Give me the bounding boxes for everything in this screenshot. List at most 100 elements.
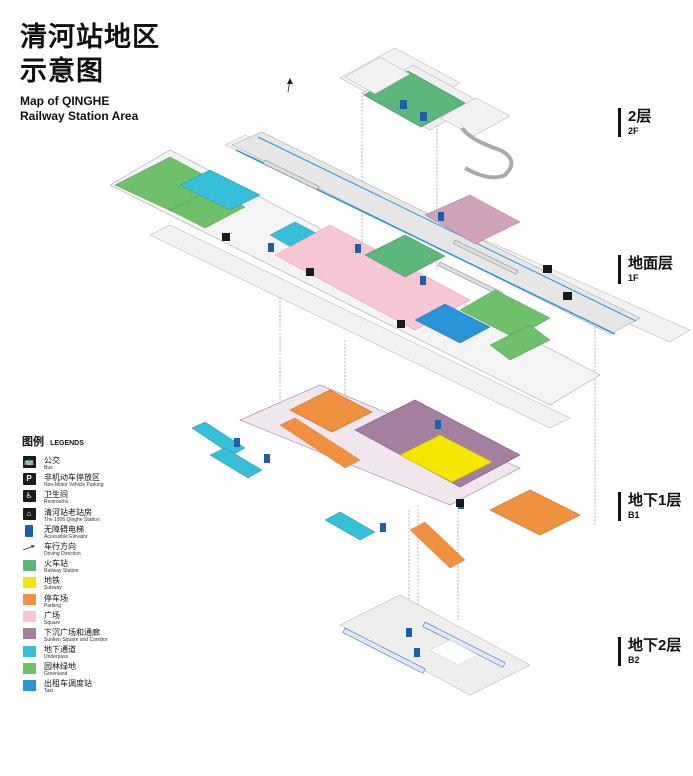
taxi-east <box>414 303 491 344</box>
title-en-line2: Railway Station Area <box>20 109 139 123</box>
floor-2f <box>339 47 514 180</box>
legend-label-en: Greenland <box>44 671 68 678</box>
driving-direction-icon <box>22 544 35 551</box>
title-zh-line1: 清河站地区 <box>20 22 160 52</box>
legend-label-zh: 地下通道 <box>44 645 76 655</box>
floor-b1 <box>191 384 581 569</box>
legend-label-zh: 非机动车停放区 <box>44 473 100 483</box>
elevator-icon <box>435 420 441 429</box>
legend-label-en: Sunken Square and Corridor <box>44 636 108 643</box>
taxi-depot-west <box>179 169 261 211</box>
legend-title: 图例 LEGENDS <box>22 433 222 449</box>
legend-swatch <box>22 628 36 640</box>
railway-station-1f <box>364 234 446 278</box>
elevator-icon <box>264 454 270 463</box>
level-b1-en: B1 <box>628 510 640 520</box>
level-2f: 2层 2F <box>618 108 651 137</box>
elevator-icon <box>400 100 407 109</box>
level-2f-zh: 2层 <box>628 108 652 125</box>
legend-swatch <box>22 645 36 657</box>
level-1f-en: 1F <box>628 273 639 283</box>
legend-swatch <box>22 679 36 691</box>
parking-b1-north <box>289 389 373 433</box>
parking-icon <box>397 320 405 328</box>
elevator-icon <box>414 648 420 657</box>
bus-icon <box>563 292 572 300</box>
square-1f <box>274 224 471 331</box>
legend-label-en: Square <box>44 619 61 626</box>
legend-title-zh: 图例 <box>22 436 44 448</box>
legend-label-zh: 卫生间 <box>44 490 68 500</box>
legend-label-zh: 停车场 <box>44 593 68 603</box>
legend-label-en: Accessible Elevator <box>44 533 88 540</box>
legend-swatch <box>22 594 36 605</box>
bus-icon: 🚌 <box>22 456 36 468</box>
title-zh-line2: 示意图 <box>20 56 104 86</box>
subway-b1 <box>399 434 493 483</box>
legend-label-en: Non-Motor Vehicle Parking <box>44 482 104 489</box>
floor-1f <box>109 131 691 429</box>
elevator-icon <box>268 243 274 252</box>
elevator-icon <box>380 523 386 532</box>
legend-label-en: Bus <box>44 465 53 471</box>
legend-label-zh: 广场 <box>44 610 60 620</box>
legend-label-zh: 火车站 <box>44 559 68 569</box>
legend-label-en: Driving Direction <box>44 550 81 557</box>
legend-label-en: Subway <box>44 585 62 592</box>
floor-b2 <box>339 594 531 696</box>
legend-label-en: Restrooms <box>44 499 69 506</box>
level-b2: 地下2层 B2 <box>618 637 681 666</box>
elevator-icon <box>234 438 240 447</box>
parking-icon: P <box>22 473 36 486</box>
parking-icon <box>306 268 314 276</box>
legend-label-zh: 地铁 <box>44 576 60 586</box>
legend-label-en: The 1906 Qinghe Station <box>44 516 100 523</box>
old-station-icon: ⌂ <box>22 507 36 520</box>
elevator-icon <box>420 276 426 285</box>
legend-label-zh: 无障碍电梯 <box>44 524 84 534</box>
legend-label-zh: 清河站老站房 <box>44 507 92 517</box>
elevator-icon <box>355 244 361 253</box>
legend-label-en: Underpass <box>44 654 69 661</box>
legend-label-zh: 出租车调度站 <box>44 679 92 689</box>
elevator-icon <box>420 112 427 121</box>
title-en-line1: Map of QINGHE <box>20 94 110 108</box>
north-arrow-icon <box>287 78 293 93</box>
legend-swatch <box>22 662 36 674</box>
legend-label-en: Railway Station <box>44 568 79 575</box>
bus-icon <box>543 265 552 273</box>
subway-train-b2 <box>342 627 426 674</box>
legend-label-en: Taxi <box>44 688 53 695</box>
level-b2-zh: 地下2层 <box>628 637 682 654</box>
parking-icon <box>222 233 230 241</box>
legend-title-en: LEGENDS <box>50 440 84 447</box>
legend-swatch <box>22 576 36 588</box>
underpass-west <box>191 421 246 456</box>
legend-swatch <box>22 559 36 571</box>
legend-label-zh: 公交 <box>44 456 60 465</box>
level-b2-en: B2 <box>628 655 640 665</box>
elevator-icon <box>25 524 33 537</box>
elevator-icon <box>438 212 444 221</box>
legend-swatch <box>22 611 36 623</box>
level-b1-zh: 地下1层 <box>628 492 682 509</box>
legend-label-zh: 车行方向 <box>44 541 76 551</box>
map-title: 清河站地区 示意图 Map of QINGHE Railway Station … <box>20 20 160 124</box>
elevator-icon <box>406 628 412 637</box>
legend-label-zh: 下沉广场和通廊 <box>44 627 100 637</box>
restroom-icon: ♿ <box>22 490 36 503</box>
legend-label-en: Parking <box>44 602 61 609</box>
